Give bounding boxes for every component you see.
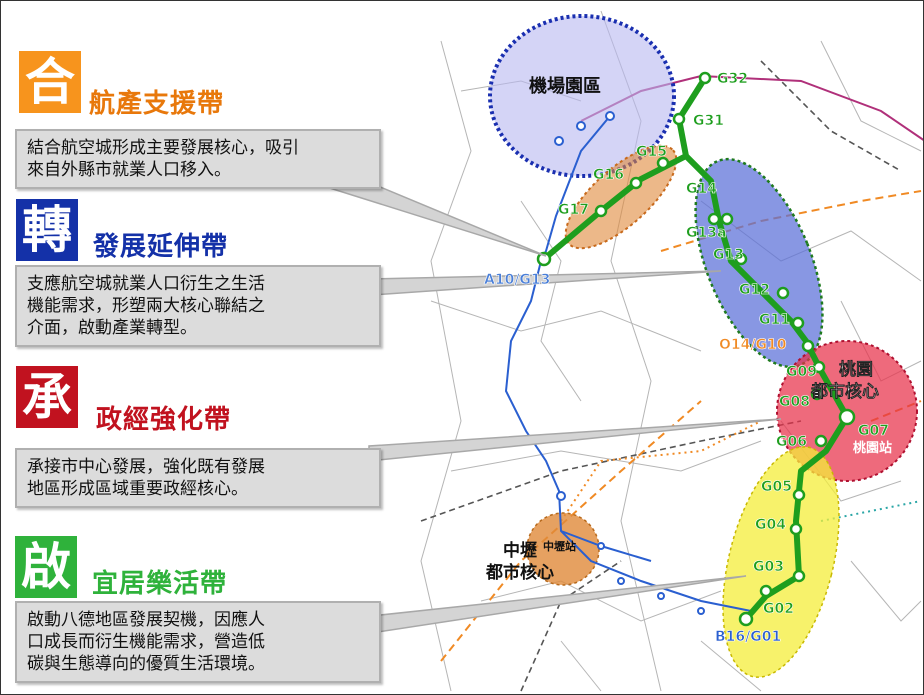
airport-label: 機場園區 — [529, 75, 601, 97]
station-g07: G07 — [858, 423, 889, 439]
airport-zone — [488, 14, 676, 178]
development-extension-zone — [694, 157, 824, 369]
belt-1-description: 結合航空城形成主要發展核心，吸引 來自外縣市就業人口移入。 — [15, 129, 381, 189]
taoyuan-station-label: 桃園站 — [853, 440, 892, 456]
belt-2-badge: 轉 — [16, 199, 78, 261]
station-g15: G15 — [636, 144, 667, 160]
station-g04: G04 — [755, 517, 786, 533]
station-o14-g10: O14/G10 — [719, 337, 787, 353]
station-g13a: G13a — [686, 225, 726, 241]
zhongli-core-label-2: 都市核心 — [485, 562, 554, 583]
blue-stations — [554, 111, 705, 615]
station-g13: G13 — [713, 247, 744, 263]
green-stations — [536, 71, 856, 627]
belt-1-title: 航產支援帶 — [89, 89, 225, 119]
station-g31: G31 — [693, 113, 724, 129]
belt-3-badge: 承 — [16, 366, 78, 428]
station-g08: G08 — [779, 394, 810, 410]
station-g12: G12 — [739, 282, 770, 298]
station-g16: G16 — [593, 167, 624, 183]
taoyuan-core-label-2: 都市核心 — [810, 381, 879, 402]
belt-2-description: 支應航空城就業人口衍生之生活 機能需求，形塑兩大核心聯結之 介面，啟動產業轉型。 — [15, 265, 381, 347]
orange-dotted-route — [560, 420, 762, 522]
belt-1-badge: 合 — [19, 51, 81, 113]
station-b16-g01: B16/G01 — [715, 629, 781, 645]
station-a10-g13: A10/G13 — [484, 272, 550, 288]
station-g32: G32 — [717, 71, 748, 87]
belt-2-title: 發展延伸帶 — [93, 232, 229, 262]
belt-4-badge: 啟 — [15, 536, 77, 598]
zhongli-core-label-1: 中壢 — [503, 540, 537, 561]
zhongli-station-label: 中壢站 — [543, 539, 576, 553]
teal-dotted-route — [820, 500, 922, 522]
station-g03: G03 — [753, 559, 784, 575]
station-labels: G32 G31 G15 G16 G17 A10/G13 G14 G13a G13… — [484, 71, 890, 646]
district-boundaries — [420, 60, 902, 692]
station-g17: G17 — [558, 202, 589, 218]
station-g02: G02 — [763, 601, 794, 617]
station-g06: G06 — [776, 434, 807, 450]
belt-3-description: 承接市中心發展，強化既有發展 地區形成區域重要政經核心。 — [15, 448, 381, 508]
station-g11: G11 — [759, 312, 790, 328]
belt-3-title: 政經強化帶 — [96, 405, 232, 435]
belt-4-title: 宜居樂活帶 — [92, 569, 228, 599]
station-g05: G05 — [761, 479, 792, 495]
station-g09: G09 — [786, 364, 817, 380]
belt-4-description: 啟動八德地區發展契機，因應人 口成長而衍生機能需求，營造低 碳與生態導向的優質生… — [15, 601, 381, 683]
taoyuan-core-label-1: 桃園 — [839, 359, 873, 380]
station-g14: G14 — [686, 181, 717, 197]
